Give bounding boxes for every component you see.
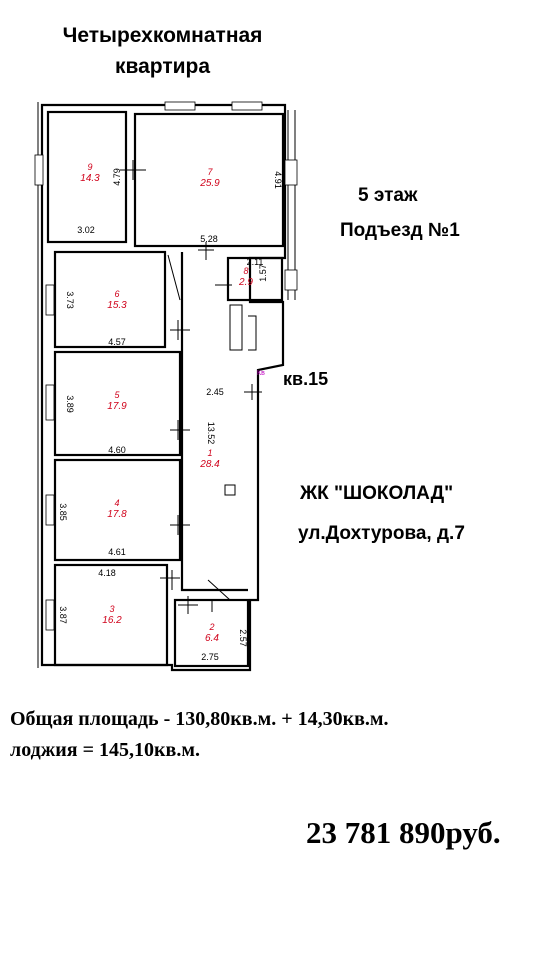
dim-r7-height: 4.91 (273, 171, 283, 189)
windows (34, 101, 298, 631)
dim-r7-width: 5.28 (200, 234, 218, 244)
total-area-line-2: лоджия = 145,10кв.м. (10, 739, 200, 761)
room-4-area: 17.8 (107, 509, 127, 520)
room-label-5: 5 17.9 (107, 390, 127, 412)
dim-r8-width: 2.11 (247, 257, 264, 267)
room-5-outline (53, 350, 182, 457)
room-label-7: 7 25.9 (199, 167, 220, 189)
corridor-outline (180, 252, 248, 592)
apartment-label: кв.15 (283, 369, 329, 389)
apartment-mark: Кв (257, 370, 265, 377)
room-label-3: 3 16.2 (102, 604, 122, 626)
partitions (46, 110, 285, 668)
floor-plan: 9 14.3 7 25.9 8 2.9 6 15.3 5 17.9 1 28.4… (34, 101, 298, 672)
room-8-outline (226, 256, 284, 302)
room-4-number: 4 (114, 498, 119, 508)
door-marks (120, 160, 262, 614)
room-9-outline (46, 110, 128, 244)
room-label-8: 8 2.9 (238, 266, 253, 288)
dim-r2-width: 2.75 (201, 652, 219, 662)
room-label-4: 4 17.8 (107, 498, 127, 520)
title-line-2: квартира (114, 55, 211, 78)
title-line-1: Четырехкомнатная (62, 24, 263, 47)
room-1-number: 1 (207, 448, 212, 458)
price: 23 781 890руб. (306, 815, 501, 850)
dim-r4-height: 3.85 (58, 503, 68, 521)
entrance-label: Подъезд №1 (340, 220, 460, 241)
dim-r3-height: 3.87 (58, 606, 68, 624)
complex-label: ЖК "ШОКОЛАД" (300, 483, 454, 504)
dimensions: 4.79 3.02 4.91 5.28 2.11 1.57 3.73 4.57 … (58, 168, 283, 662)
total-area-line-1: Общая площадь - 130,80кв.м. + 14,30кв.м. (10, 708, 389, 730)
room-label-9: 9 14.3 (80, 162, 100, 184)
room-9-number: 9 (87, 162, 92, 172)
room-2-number: 2 (208, 622, 214, 632)
floor-label: 5 этаж (358, 185, 418, 206)
dim-r8-height: 1.57 (258, 264, 268, 282)
room-3-area: 16.2 (102, 615, 122, 626)
room-label-1: 1 28.4 (199, 448, 220, 470)
room-2-area: 6.4 (205, 633, 219, 644)
room-7-number: 7 (207, 167, 213, 177)
room-label-2: 2 6.4 (205, 622, 219, 644)
address-label: ул.Дохтурова, д.7 (298, 523, 465, 544)
room-label-6: 6 15.3 (107, 289, 127, 311)
room-7-outline (133, 112, 285, 248)
total-area: Общая площадь - 130,80кв.м. + 14,30кв.м.… (10, 704, 550, 766)
dim-r6-width: 4.57 (108, 337, 126, 347)
room-8-area: 2.9 (238, 277, 253, 288)
room-3-number: 3 (109, 604, 114, 614)
room-6-area: 15.3 (107, 300, 127, 311)
dim-r6-height: 3.73 (65, 291, 75, 309)
room-4-outline (53, 458, 182, 562)
room-7-area: 25.9 (199, 178, 220, 189)
dim-r3-top: 4.18 (98, 568, 116, 578)
dim-r2-height: 2.57 (238, 629, 248, 647)
dim-corridor-width: 2.45 (206, 387, 224, 397)
room-5-number: 5 (114, 390, 120, 400)
room-6-number: 6 (114, 289, 119, 299)
dim-r5-width: 4.60 (108, 445, 126, 455)
room-5-area: 17.9 (107, 401, 127, 412)
dim-corridor-length: 13.52 (206, 422, 216, 445)
plan-title: Четырехкомнатная квартира (0, 20, 325, 82)
room-3-outline (53, 563, 169, 667)
dim-r5-height: 3.89 (65, 395, 75, 413)
dim-r4-width: 4.61 (108, 547, 126, 557)
room-8-number: 8 (243, 266, 248, 276)
dim-r9-width: 3.02 (77, 225, 95, 235)
room-1-area: 28.4 (199, 459, 220, 470)
room-9-area: 14.3 (80, 173, 100, 184)
dim-r9-height: 4.79 (112, 168, 122, 186)
